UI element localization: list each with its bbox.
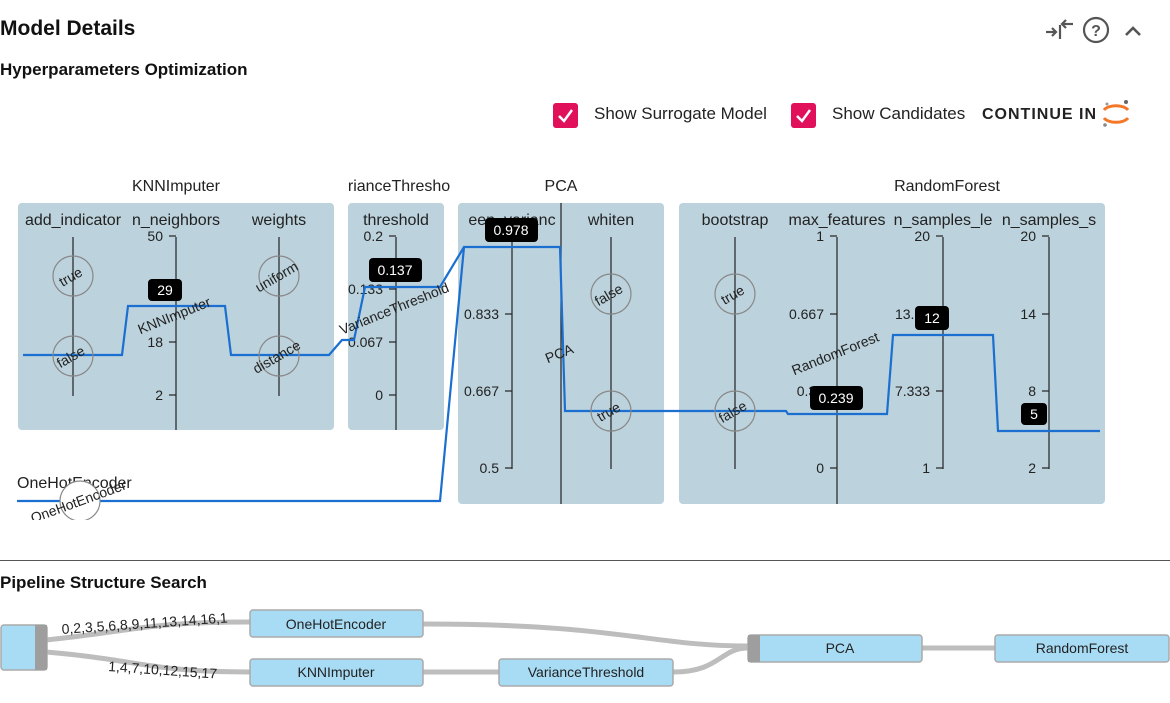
pipeline-node-rf[interactable]: RandomForest <box>994 634 1170 663</box>
category-circle[interactable] <box>590 273 632 315</box>
param-bootstrap: bootstrap <box>702 212 769 229</box>
tick-label: 1 <box>922 460 930 476</box>
svg-text:OneHotEncoder: OneHotEncoder <box>286 616 387 632</box>
svg-text:KNNImputer: KNNImputer <box>297 664 374 680</box>
pipeline-edge <box>422 621 749 649</box>
value-badge: 0.978 <box>485 218 538 242</box>
svg-text:0.978: 0.978 <box>493 222 528 238</box>
edge-label: 0,2,3,5,6,8,9,11,13,14,16,1 <box>61 609 228 637</box>
tick-label: 0.2 <box>364 228 384 244</box>
tick-label: 50 <box>147 228 163 244</box>
pipeline-node-knn[interactable]: KNNImputer <box>249 658 424 687</box>
chevron-up-icon[interactable] <box>1125 26 1141 36</box>
show-surrogate-checkbox[interactable] <box>553 103 578 128</box>
candidate-curve <box>23 245 1100 433</box>
tick-label: 7.333 <box>895 383 930 399</box>
tick-label: 0.5 <box>480 460 500 476</box>
svg-text:5: 5 <box>1030 406 1038 422</box>
value-badge: 5 <box>1021 403 1047 425</box>
param-max-features: max_features <box>789 212 886 229</box>
show-candidates-label: Show Candidates <box>832 104 966 123</box>
svg-text:VarianceThreshold: VarianceThreshold <box>528 664 644 680</box>
tick-label: 0.667 <box>464 383 499 399</box>
section-divider <box>0 560 1170 561</box>
tick-label: 20 <box>914 228 930 244</box>
tick-label: 20 <box>1020 228 1036 244</box>
continue-label: CONTINUE IN <box>982 106 1097 123</box>
pipeline-edge <box>45 649 251 675</box>
tick-label: 2 <box>1028 460 1036 476</box>
value-badge: 12 <box>915 306 949 330</box>
pipeline-graph: 0,2,3,5,6,8,9,11,13,14,16,1 1,4,7,10,12,… <box>0 609 1170 687</box>
category-circle[interactable] <box>59 480 101 520</box>
svg-text:0.239: 0.239 <box>818 390 853 406</box>
category-circle[interactable] <box>714 390 756 432</box>
help-icon[interactable]: ? <box>1082 16 1110 44</box>
param-min-samples-leaf: n_samples_le <box>894 212 993 229</box>
tick-label: 0.833 <box>464 306 499 322</box>
group-title-vt: rianceThresho <box>348 178 450 195</box>
pipeline-edge <box>672 645 749 675</box>
continue-button[interactable]: CONTINUE IN <box>982 106 1097 124</box>
tick-label: 0 <box>816 460 824 476</box>
tick-label: 14 <box>1020 306 1036 322</box>
category-circle[interactable] <box>590 390 632 432</box>
category-circle[interactable] <box>52 335 94 377</box>
svg-text:PCA: PCA <box>826 640 855 656</box>
group-title-rf: RandomForest <box>894 178 1000 195</box>
hpo-title: Hyperparameters Optimization <box>0 60 248 79</box>
tick-label: 18 <box>147 334 163 350</box>
pipeline-edge <box>45 619 251 643</box>
svg-text:?: ? <box>1091 23 1101 40</box>
svg-text:29: 29 <box>157 282 173 298</box>
param-weights: weights <box>251 212 306 229</box>
value-badge: 29 <box>148 279 182 301</box>
category-circle[interactable] <box>52 255 94 297</box>
jupyter-logo-icon <box>1102 100 1130 127</box>
show-candidates-checkbox[interactable] <box>791 103 816 128</box>
value-badge: 0.137 <box>369 258 422 282</box>
group-title-knn: KNNImputer <box>132 178 221 195</box>
tick-label: 0.667 <box>789 306 824 322</box>
pipeline-node-pca[interactable]: PCA <box>747 634 923 663</box>
tick-label: 0.067 <box>348 334 383 350</box>
tick-label: 1 <box>816 228 824 244</box>
svg-text:RandomForest: RandomForest <box>1036 640 1129 656</box>
parallel-coordinates-plot: KNNImputer rianceThresho PCA RandomFores… <box>17 178 1105 520</box>
pipeline-title: Pipeline Structure Search <box>0 573 207 592</box>
edge-label: 1,4,7,10,12,15,17 <box>108 658 218 682</box>
pipeline-node-ohe[interactable]: OneHotEncoder <box>249 609 424 638</box>
pipeline-node-vt[interactable]: VarianceThreshold <box>498 658 674 687</box>
checkmark-icon <box>796 109 812 123</box>
ohe-curve <box>17 246 466 503</box>
pipeline-input-node[interactable] <box>0 624 48 671</box>
tick-label: 2 <box>155 387 163 403</box>
header-toolbar: ? <box>1040 14 1160 48</box>
page-title: Model Details <box>0 17 136 40</box>
collapse-arrows-icon[interactable] <box>1046 19 1073 39</box>
svg-text:0.137: 0.137 <box>377 262 412 278</box>
category-circle[interactable] <box>258 255 300 297</box>
svg-text:12: 12 <box>924 310 940 326</box>
tick-label: 8 <box>1028 383 1036 399</box>
tick-label: 0 <box>375 387 383 403</box>
checkmark-icon <box>558 109 574 123</box>
param-min-samples-split: n_samples_s <box>1002 212 1096 229</box>
category-circle[interactable] <box>714 273 756 315</box>
category-circle[interactable] <box>258 335 300 377</box>
value-badge: 0.239 <box>810 386 863 410</box>
param-add-indicator: add_indicator <box>25 212 122 229</box>
show-surrogate-label: Show Surrogate Model <box>594 104 767 123</box>
param-threshold: threshold <box>363 212 429 229</box>
group-title-pca: PCA <box>545 178 578 195</box>
param-whiten: whiten <box>587 212 634 229</box>
param-n-neighbors: n_neighbors <box>132 212 220 229</box>
